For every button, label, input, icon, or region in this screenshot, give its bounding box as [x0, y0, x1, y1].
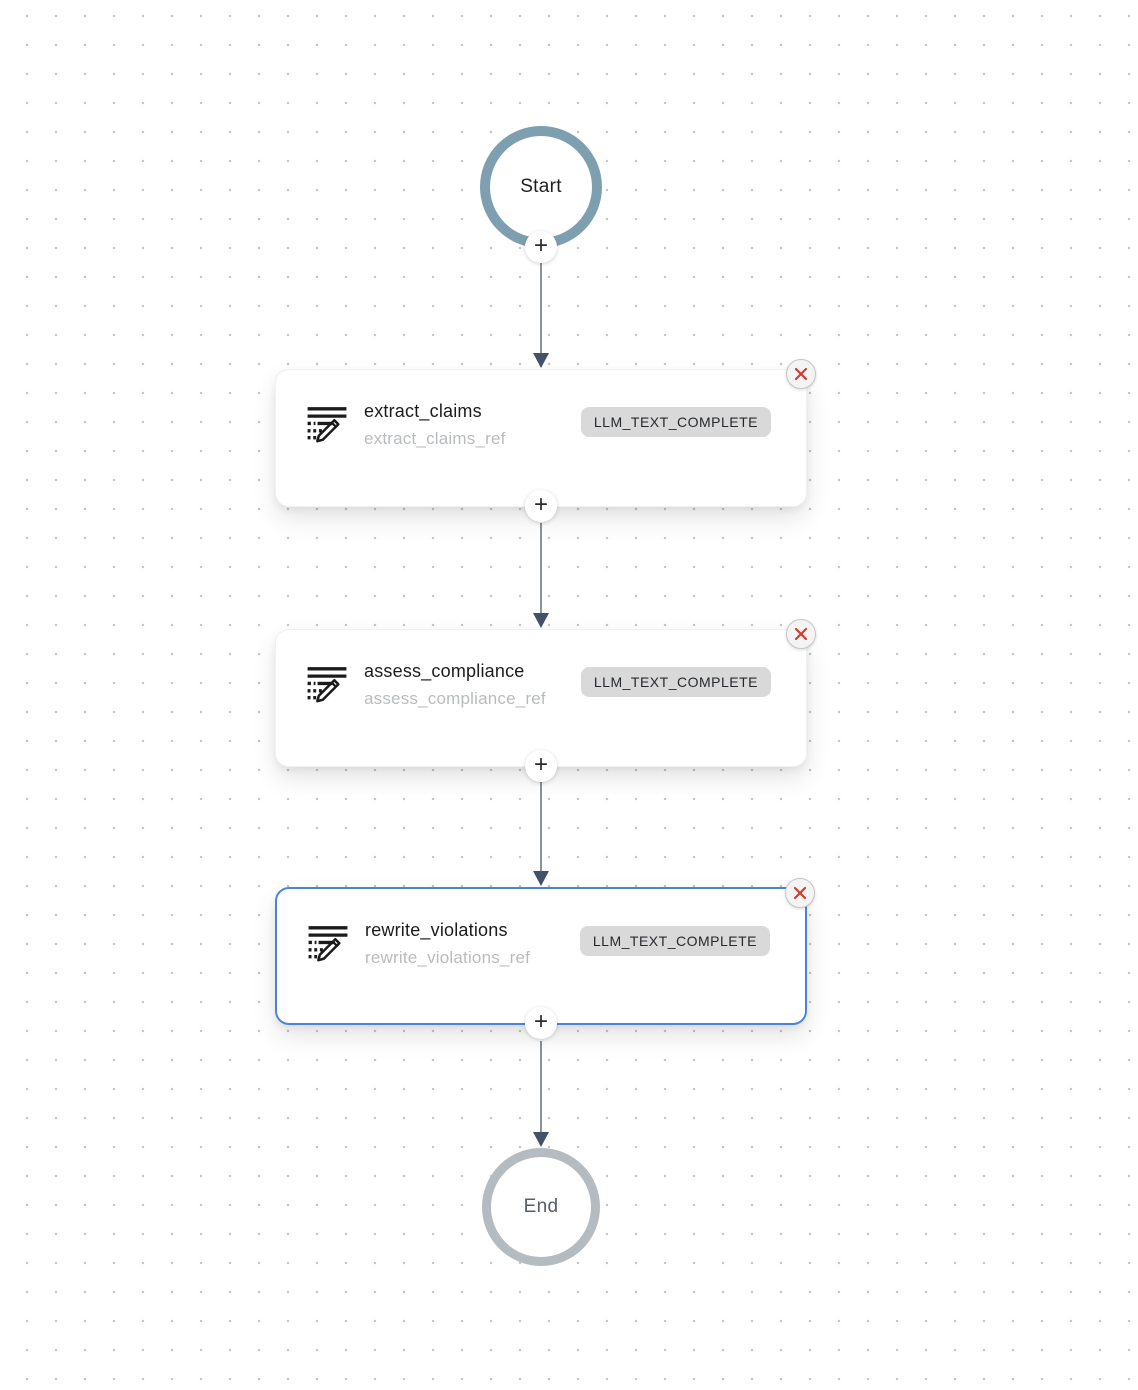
- end-node-label: End: [523, 1196, 559, 1217]
- node-title: extract_claims: [364, 401, 482, 421]
- task-node-rewrite-violations[interactable]: rewrite_violations rewrite_violations_re…: [275, 878, 815, 1039]
- remove-node-button[interactable]: [786, 619, 816, 649]
- edge-line: [540, 263, 542, 353]
- edge-arrowhead-icon: [533, 613, 549, 628]
- edge-line: [540, 523, 542, 613]
- remove-node-button[interactable]: [786, 359, 816, 389]
- llm-text-complete-icon: [306, 664, 348, 704]
- start-node-label: Start: [520, 176, 562, 197]
- add-step-button[interactable]: +: [525, 750, 557, 782]
- node-title: assess_compliance: [364, 661, 525, 681]
- task-node-extract-claims[interactable]: extract_claims extract_claims_ref LLM_TE…: [275, 359, 816, 522]
- add-step-button[interactable]: +: [525, 1007, 557, 1039]
- node-type-badge: LLM_TEXT_COMPLETE: [580, 407, 771, 437]
- plus-icon: +: [533, 491, 548, 518]
- add-step-button[interactable]: +: [525, 231, 557, 263]
- node-type-badge: LLM_TEXT_COMPLETE: [580, 667, 771, 697]
- node-subtitle: rewrite_violations_ref: [365, 948, 531, 967]
- edge-arrowhead-icon: [533, 353, 549, 368]
- edge-line: [540, 1041, 542, 1132]
- edge-arrowhead-icon: [533, 871, 549, 886]
- node-subtitle: extract_claims_ref: [364, 429, 506, 448]
- llm-text-complete-icon: [307, 923, 349, 963]
- end-node[interactable]: End: [482, 1148, 600, 1266]
- remove-node-button[interactable]: [785, 878, 815, 908]
- start-node[interactable]: Start: [480, 126, 602, 248]
- close-icon: [793, 886, 807, 900]
- plus-icon: +: [533, 232, 548, 259]
- edge-line: [540, 782, 542, 871]
- edge-arrowhead-icon: [533, 1132, 549, 1147]
- plus-icon: +: [533, 751, 548, 778]
- task-node-assess-compliance[interactable]: assess_compliance assess_compliance_ref …: [275, 619, 816, 782]
- llm-text-complete-icon: [306, 404, 348, 444]
- node-type-badge: LLM_TEXT_COMPLETE: [579, 926, 770, 956]
- close-icon: [794, 367, 808, 381]
- close-icon: [794, 627, 808, 641]
- node-title: rewrite_violations: [365, 920, 508, 940]
- add-step-button[interactable]: +: [525, 490, 557, 522]
- node-subtitle: assess_compliance_ref: [364, 689, 546, 708]
- plus-icon: +: [533, 1008, 548, 1035]
